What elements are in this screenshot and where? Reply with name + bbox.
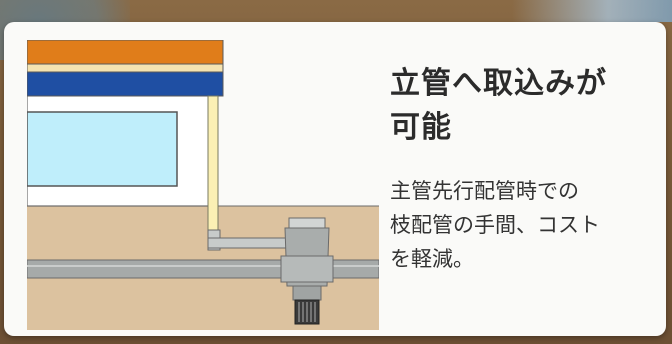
title-line-2: 可能 xyxy=(390,110,452,145)
downpipe xyxy=(207,95,219,237)
fitting-base xyxy=(292,285,322,301)
background-photo-top-right xyxy=(512,0,672,22)
roof-orange-band xyxy=(27,40,224,65)
branch-pipe xyxy=(207,237,295,249)
roof-blue-band xyxy=(27,71,224,97)
description-line-1: 主管先行配管時での xyxy=(390,179,579,203)
description-line-2: 枝配管の手間、コスト xyxy=(390,213,600,237)
fitting-top xyxy=(288,217,326,229)
title-line-1: 立管へ取込みが xyxy=(390,66,607,101)
feature-title: 立管へ取込みが 可能 xyxy=(390,62,660,150)
drainage-illustration xyxy=(27,40,379,330)
roof-cream-band xyxy=(27,63,224,73)
window xyxy=(27,111,178,187)
fitting-collar xyxy=(280,255,334,283)
description-line-3: を軽減。 xyxy=(390,247,474,271)
text-area: 立管へ取込みが 可能 主管先行配管時での 枝配管の手間、コスト を軽減。 xyxy=(390,62,660,276)
feature-description: 主管先行配管時での 枝配管の手間、コスト を軽減。 xyxy=(390,174,660,276)
